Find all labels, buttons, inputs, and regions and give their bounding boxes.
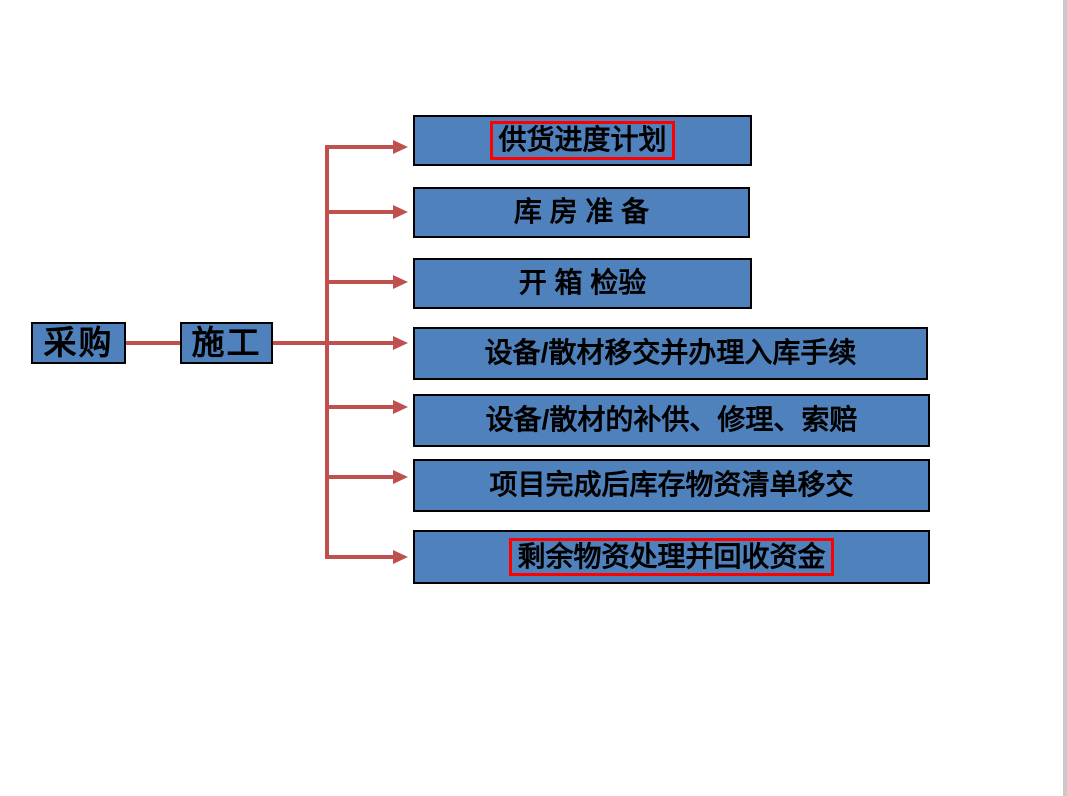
flow-box-inventory-list-handover: 项目完成后库存物资清单移交 — [413, 459, 930, 512]
flow-box-unpacking-inspection: 开 箱 检验 — [413, 258, 752, 309]
flow-box-label: 开 箱 检验 — [518, 267, 647, 299]
flow-box-label: 设备/散材移交并办理入库手续 — [484, 337, 857, 369]
arrowhead-icon — [393, 275, 408, 289]
flow-box-label: 设备/散材的补供、修理、索赔 — [485, 404, 858, 436]
flow-box-label: 库 房 准 备 — [513, 196, 650, 228]
arrowhead-icon — [393, 470, 408, 484]
node-construction: 施工 — [180, 322, 273, 364]
flow-box-handover-warehousing: 设备/散材移交并办理入库手续 — [413, 327, 928, 380]
connector-procurement-construction — [126, 341, 180, 345]
branch-line-3 — [325, 280, 393, 284]
connector-trunk-line — [325, 145, 329, 559]
page-edge-strip — [1063, 0, 1067, 796]
flow-box-supply-schedule: 供货进度计划 — [413, 115, 752, 166]
node-procurement-label: 采购 — [43, 323, 114, 361]
node-construction-label: 施工 — [191, 323, 262, 361]
arrowhead-icon — [393, 400, 408, 414]
branch-line-2 — [325, 210, 393, 214]
branch-line-5 — [325, 405, 393, 409]
highlight-frame: 剩余物资处理并回收资金 — [509, 537, 834, 577]
arrowhead-icon — [393, 205, 408, 219]
branch-line-7 — [325, 555, 393, 559]
branch-line-6 — [325, 475, 393, 479]
branch-line-4 — [273, 341, 393, 345]
branch-line-1 — [325, 145, 393, 149]
arrowhead-icon — [393, 550, 408, 564]
highlight-frame: 供货进度计划 — [490, 121, 675, 160]
arrowhead-icon — [393, 140, 408, 154]
node-procurement: 采购 — [31, 322, 126, 364]
arrowhead-icon — [393, 336, 408, 350]
flow-box-label: 项目完成后库存物资清单移交 — [489, 469, 854, 501]
flow-box-warehouse-preparation: 库 房 准 备 — [413, 187, 750, 238]
flow-box-surplus-disposal-funds: 剩余物资处理并回收资金 — [413, 530, 930, 584]
flow-box-resupply-repair-claims: 设备/散材的补供、修理、索赔 — [413, 394, 930, 447]
